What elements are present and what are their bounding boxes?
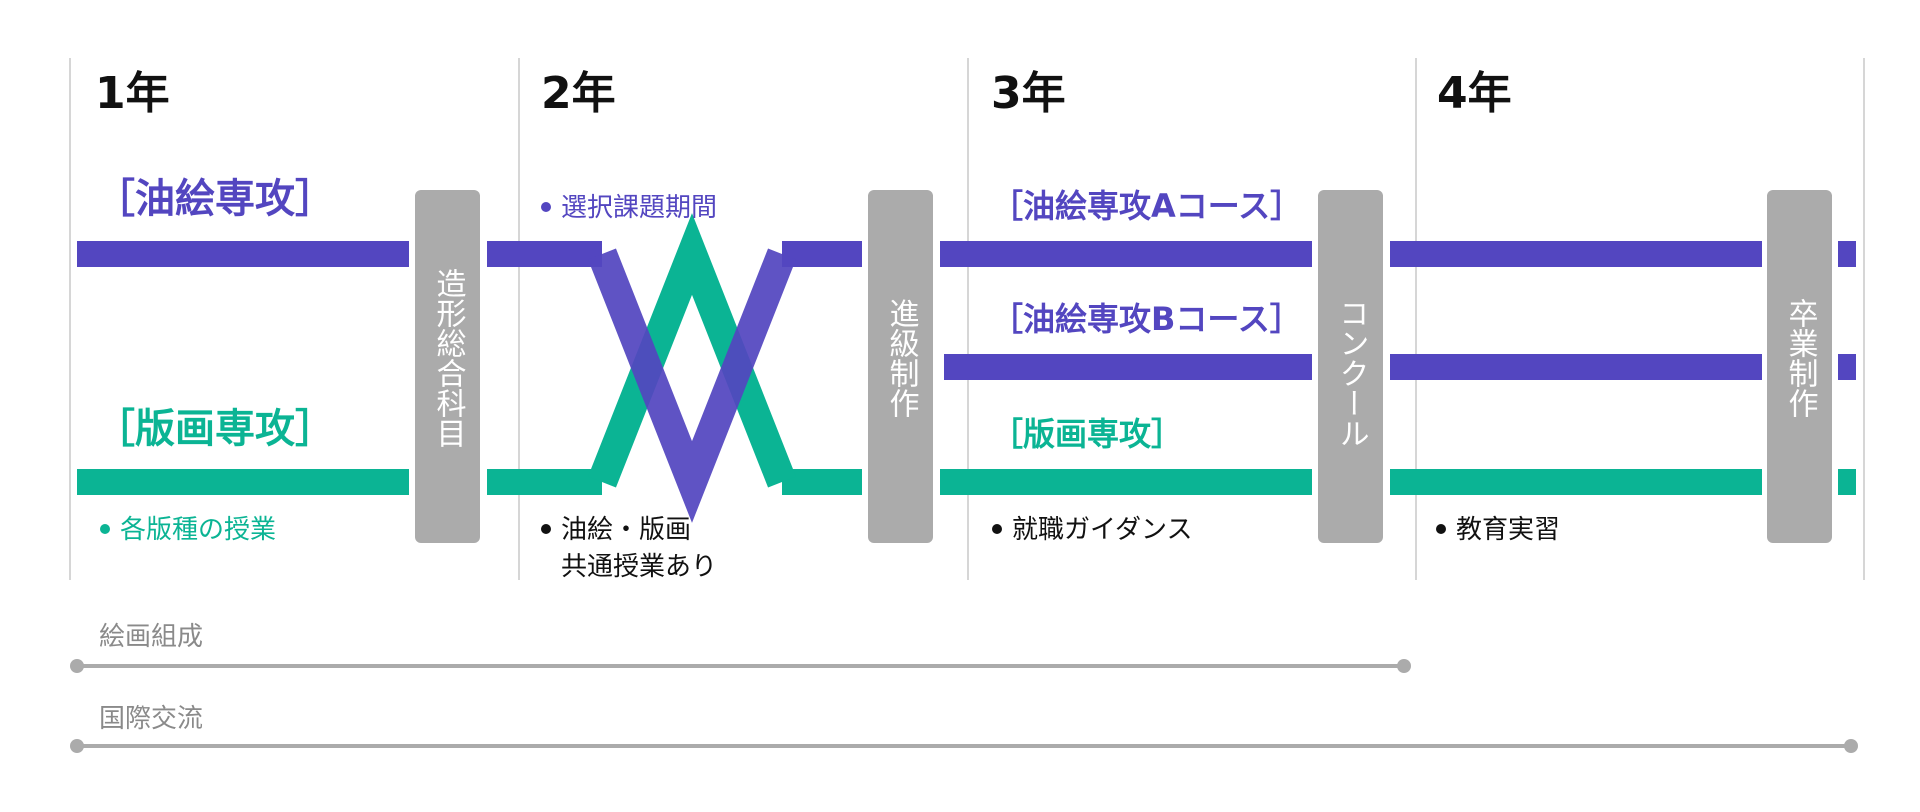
stage-pillar-3 xyxy=(1318,190,1383,543)
painting-composition-label: 絵画組成 xyxy=(99,622,203,652)
year-4-heading: 4年 xyxy=(1437,68,1512,119)
oil-course-b-bar-y3 xyxy=(944,354,1312,380)
print-track-bar-y2-end xyxy=(782,469,862,495)
year-1-heading: 1年 xyxy=(95,68,170,119)
oil-zigzag-line xyxy=(588,248,796,523)
stage-pillar-2 xyxy=(868,190,933,543)
year-2-heading: 2年 xyxy=(541,68,616,119)
bullet-icon xyxy=(100,524,110,534)
oil-course-b-label: ［油絵専攻Bコース］ xyxy=(991,300,1302,338)
timeline-start-dot xyxy=(70,739,84,753)
oil-track-bar-y2-start xyxy=(487,241,602,267)
bullet-icon xyxy=(992,524,1002,534)
oil-course-b-bar-y4 xyxy=(1390,354,1762,380)
oil-course-a-bar-y4 xyxy=(1390,241,1762,267)
print-major-label: ［版画専攻］ xyxy=(95,406,335,452)
stage-3-label: コンクール xyxy=(1334,298,1369,448)
y2-common-note-line2: 共通授業あり xyxy=(561,552,717,582)
bullet-icon xyxy=(541,202,551,212)
y4-teaching-note: 教育実習 xyxy=(1456,515,1560,545)
y3-job-note: 就職ガイダンス xyxy=(1012,515,1192,545)
oil-course-a-bar-y3 xyxy=(940,241,1312,267)
stage-4-label: 卒業制作 xyxy=(1783,298,1818,418)
year-3-heading: 3年 xyxy=(991,68,1066,119)
oil-track-bar-y1 xyxy=(77,241,409,267)
timeline-start-dot xyxy=(70,659,84,673)
print-track-bar-y4 xyxy=(1390,469,1762,495)
print-zigzag-line xyxy=(588,213,796,488)
print-track-bar-y2-start xyxy=(487,469,602,495)
oil-course-a-bar-end xyxy=(1838,241,1856,267)
timeline-end-dot xyxy=(1844,739,1858,753)
year-dividers xyxy=(69,58,1865,580)
y2-select-note: 選択課題期間 xyxy=(561,193,717,223)
oil-course-b-bar-end xyxy=(1838,354,1856,380)
stage-1-label: 造形総合科目 xyxy=(431,268,467,448)
oil-course-a-label: ［油絵専攻Aコース］ xyxy=(991,187,1302,225)
bullet-icon xyxy=(541,524,551,534)
stage-2-label: 進級制作 xyxy=(884,298,919,418)
international-exchange-label: 国際交流 xyxy=(99,704,203,734)
print-track-bar-y3 xyxy=(940,469,1312,495)
stage-pillar-1 xyxy=(415,190,480,543)
y1-print-note: 各版種の授業 xyxy=(120,515,276,545)
print-major-y3-label: ［版画専攻］ xyxy=(991,415,1183,453)
oil-track-bar-y2-end xyxy=(782,241,862,267)
timeline-end-dot xyxy=(1397,659,1411,673)
oil-major-label: ［油絵専攻］ xyxy=(95,176,335,222)
print-track-bar-end xyxy=(1838,469,1856,495)
track-crossing xyxy=(487,213,862,523)
stage-pillar-4 xyxy=(1767,190,1832,543)
print-track-bar-y1 xyxy=(77,469,409,495)
bullet-icon xyxy=(1436,524,1446,534)
y2-common-note-line1: 油絵・版画 xyxy=(561,515,691,545)
